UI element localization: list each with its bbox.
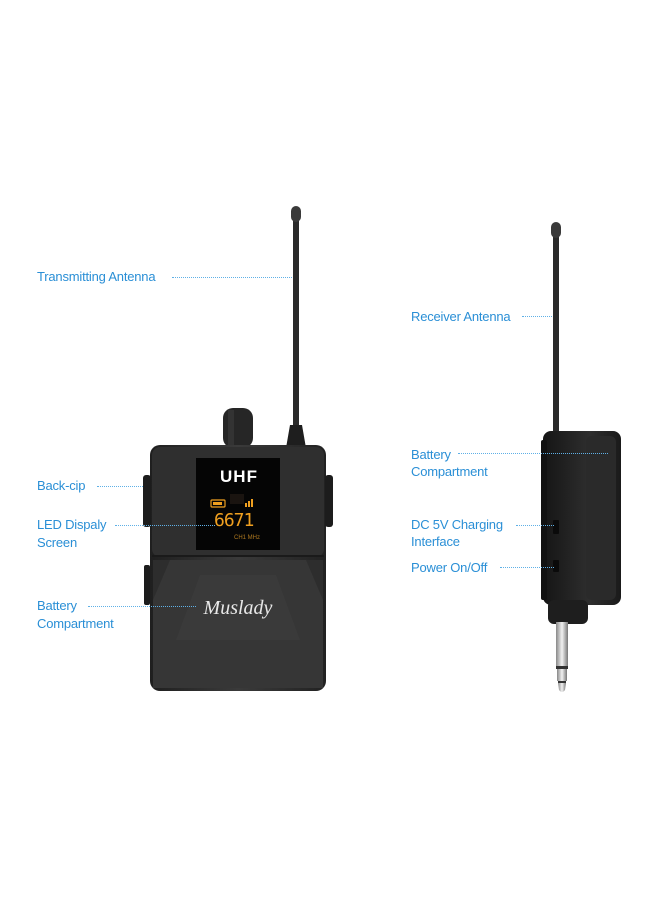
- back-clip-leader: [97, 486, 143, 487]
- charging-interface-leader: [516, 525, 554, 526]
- charging-interface-label-line2: Interface: [411, 534, 460, 549]
- transmitter-antenna: [286, 206, 306, 448]
- transmitting-antenna-leader: [172, 277, 292, 278]
- transmitter-knob: [223, 408, 253, 448]
- back-clip-label: Back-cip: [37, 478, 86, 493]
- power-switch: [553, 560, 559, 572]
- receiver-antenna-leader: [522, 316, 552, 317]
- receiver-battery-label-line2: Compartment: [411, 464, 488, 479]
- uhf-badge: UHF: [220, 467, 258, 486]
- transmitter-battery-label-line1: Battery: [37, 598, 77, 613]
- transmitting-antenna-label: Transmitting Antenna: [37, 269, 156, 284]
- receiver-battery-label-line1: Battery: [411, 447, 451, 462]
- led-display-label-line2: Screen: [37, 535, 77, 550]
- channel-readout: CH1 MHz: [234, 535, 261, 541]
- power-switch-label: Power On/Off: [411, 560, 488, 575]
- receiver-battery-leader: [458, 453, 608, 454]
- brand-logo: Muslady: [203, 597, 273, 619]
- transmitter-body: [143, 445, 333, 691]
- receiver-antenna-label: Receiver Antenna: [411, 309, 511, 324]
- audio-plug: [556, 622, 568, 692]
- led-display-leader: [115, 525, 215, 526]
- charging-port: [553, 520, 559, 534]
- power-switch-leader: [500, 567, 554, 568]
- transmitter-battery-label-line2: Compartment: [37, 616, 114, 631]
- transmitter-battery-leader: [88, 606, 196, 607]
- receiver-body: [541, 431, 621, 624]
- signal-icon: [245, 499, 253, 507]
- frequency-readout: 6671: [214, 510, 254, 531]
- battery-level-icon: [210, 499, 226, 508]
- charging-interface-label-line1: DC 5V Charging: [411, 517, 503, 532]
- led-display-label-line1: LED Dispaly: [37, 517, 107, 532]
- receiver-antenna: [551, 222, 561, 436]
